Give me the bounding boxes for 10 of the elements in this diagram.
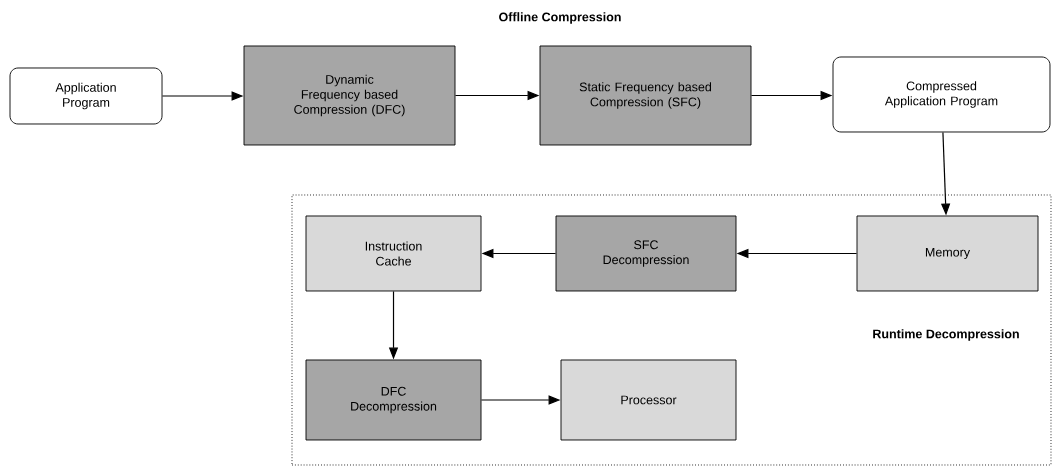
diagram-title: Offline Compression bbox=[499, 12, 621, 24]
hardware-box: Processor bbox=[560, 359, 737, 441]
rounded-box: Compressed Application Program bbox=[832, 56, 1051, 133]
rounded-box: Application Program bbox=[9, 67, 163, 125]
hardware-box: Memory bbox=[856, 215, 1039, 292]
process-box: Dynamic Frequency based Compression (DFC) bbox=[243, 45, 456, 146]
process-box: Static Frequency based Compression (SFC) bbox=[539, 45, 752, 146]
hardware-box: Instruction Cache bbox=[305, 215, 482, 292]
process-box: DFC Decompression bbox=[305, 359, 482, 441]
process-box: SFC Decompression bbox=[555, 215, 737, 292]
